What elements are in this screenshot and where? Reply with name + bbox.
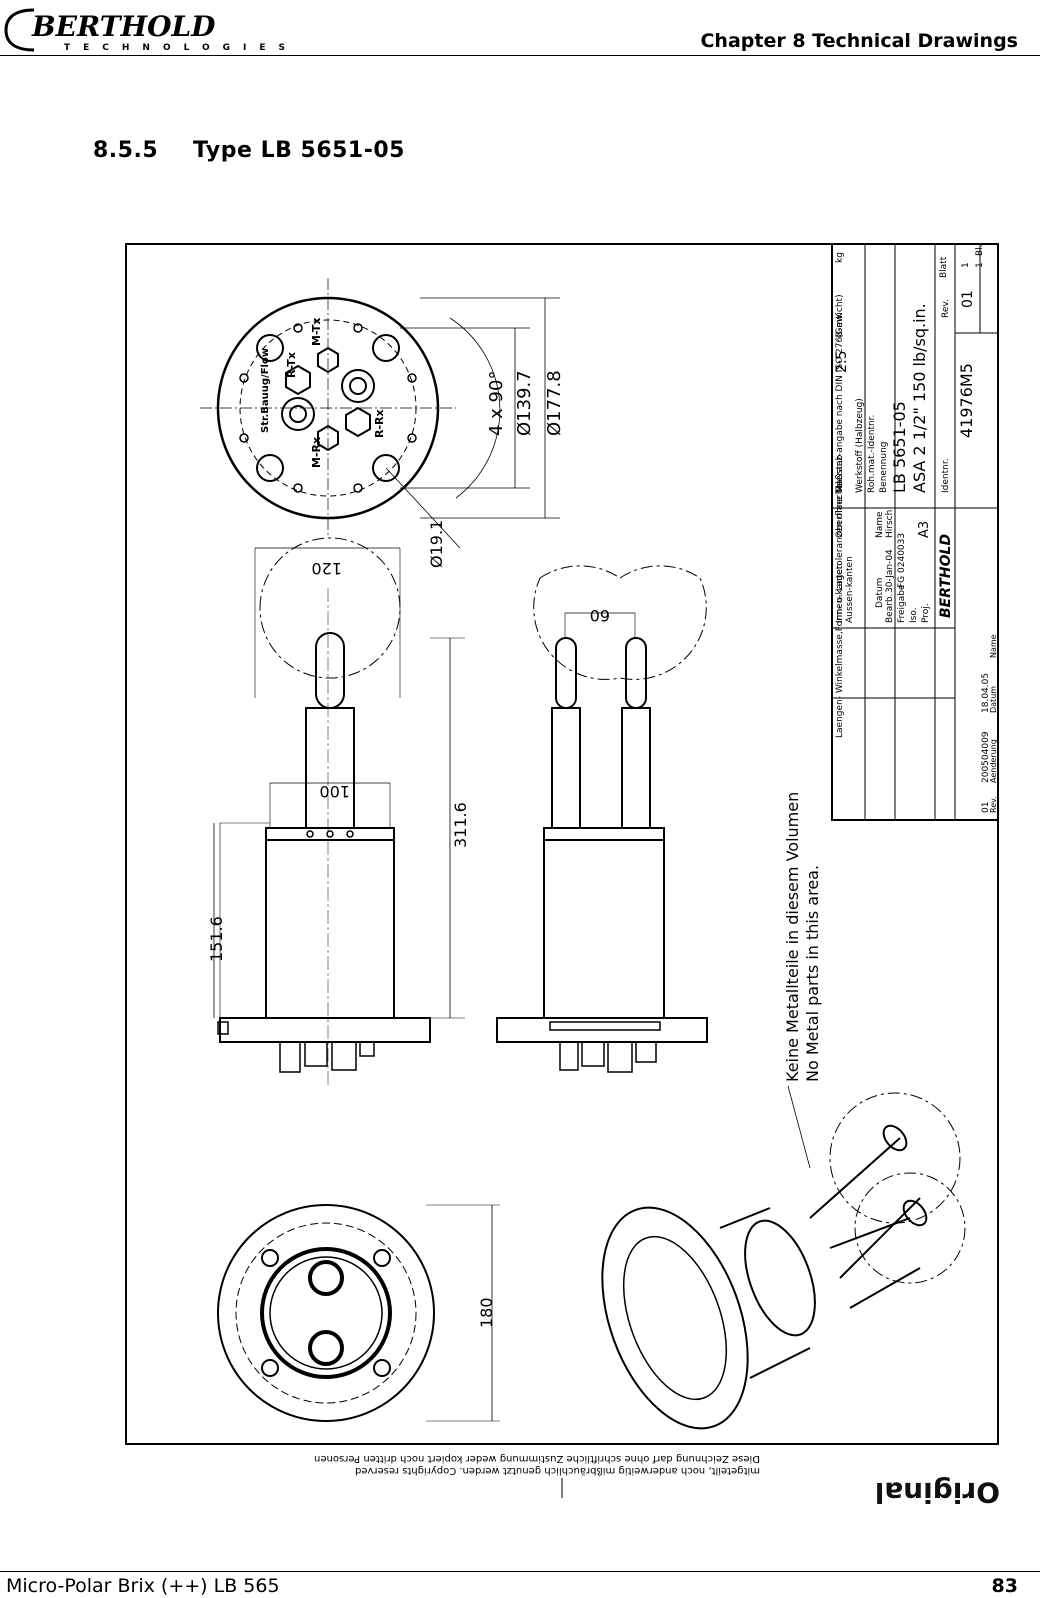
dim-width-100: 100 <box>319 782 350 801</box>
dim-dia-139: Ø139.7 <box>514 370 535 436</box>
logo-subtext: TECHNOLOGIES <box>64 43 298 53</box>
drawing-frame <box>125 243 999 1445</box>
tb-surface: Oberflaeche <box>835 483 845 538</box>
tb-rev-row-change: 200504009 <box>981 731 991 783</box>
label-m-rx: M-Rx <box>310 437 323 468</box>
flange-bottom-view <box>217 1204 500 1422</box>
tb-name-header: Name <box>875 511 885 538</box>
dim-flange-180: 180 <box>477 1297 496 1328</box>
tb-rev-col-name: Name <box>989 634 998 658</box>
tb-iso-label: Iso. <box>909 607 919 623</box>
tb-release-value: FG 0240033 <box>897 533 907 588</box>
footer-divider <box>0 1571 1040 1572</box>
side-view-right <box>496 565 708 1073</box>
dim-bolt-pattern: 4 x 90° <box>486 371 507 436</box>
note-no-metal-en: No Metal parts in this area. <box>803 865 822 1082</box>
dim-width-120: 120 <box>311 559 342 578</box>
tb-rev-col-rev: Rev. <box>989 796 998 813</box>
dim-dia-19: Ø19.1 <box>427 520 446 568</box>
tb-proj-label: Proj. <box>921 603 931 623</box>
tb-material-label: Werkstoff (Halbzeug) <box>855 398 865 493</box>
tb-drawn-date: 30-Jan-04 <box>885 549 895 593</box>
tb-weight-label: (Gewicht) <box>835 294 845 338</box>
tb-company-logo: BERTHOLD <box>938 534 954 618</box>
tb-description-line2: ASA 2 1/2" 150 lb/sq.in. <box>910 303 929 493</box>
dim-dia-177: Ø177.8 <box>544 370 565 436</box>
section-title: Type LB 5651-05 <box>193 138 405 163</box>
tb-drawn-name: Hirsch <box>885 510 895 538</box>
tb-description-line1: LB 5651-05 <box>890 401 909 493</box>
tb-inner-edges: Innen-kanten <box>835 563 845 623</box>
logo-wordmark: BERTHOLD <box>31 10 216 43</box>
tb-weight-unit: kg <box>835 252 845 263</box>
tb-rev-value: 01 <box>960 290 976 308</box>
note-leader <box>787 1085 811 1169</box>
chapter-title: Chapter 8 Technical Drawings <box>700 30 1018 52</box>
tb-sheets-value: 1 <box>975 262 985 268</box>
tb-sheets-label: Bl. <box>975 244 985 256</box>
label-r-rx: R-Rx <box>373 409 386 438</box>
label-r-tx: R-Tx <box>285 352 298 378</box>
tb-outer-edges: Aussen-kanten <box>845 556 855 623</box>
copyright-line2: mitgeteilt, noch anderweitig mißbräuchli… <box>355 1465 760 1476</box>
label-strbaug: Str.Bauug/Flow <box>260 348 271 433</box>
page-number: 83 <box>991 1575 1018 1597</box>
technical-drawing: M-Tx R-Tx M-Rx R-Rx Str.Bauug/Flow 4 x 9… <box>125 243 1000 1508</box>
side-view-left <box>213 537 465 1088</box>
tb-scale-value: 2:5 <box>834 350 850 373</box>
dim-height-151: 151.6 <box>207 916 226 962</box>
label-m-tx: M-Tx <box>310 318 323 347</box>
tb-size-value: A3 <box>917 521 932 538</box>
tb-rev-row-date: 18.04.05 <box>981 673 991 713</box>
header-divider <box>0 55 1040 56</box>
tb-rev-row-rev: 01 <box>981 802 991 813</box>
dim-spacing-60: 60 <box>590 606 610 625</box>
tb-ident-label: Identnr. <box>941 458 951 493</box>
berthold-logo: BERTHOLD TECHNOLOGIES <box>4 8 298 53</box>
tb-rev-col-change: Aenderung <box>989 739 998 783</box>
copyright-line1: Diese Zeichnung darf ohne schriftliche Z… <box>314 1453 760 1464</box>
tb-description-label: Benennung <box>879 442 889 493</box>
tb-drawn-label: Bearb. <box>885 593 895 623</box>
isometric-view <box>601 1092 966 1430</box>
tb-tolerance-note: Laengen- Winkelmasse,Form- u. Lagetolera… <box>835 312 845 738</box>
tb-ident-value: 41976M5 <box>957 363 976 438</box>
section-number: 8.5.5 <box>93 138 159 163</box>
tb-release-label: Freigabe <box>897 584 907 623</box>
original-stamp: Original <box>875 1476 1000 1508</box>
tb-sheet-value: 1 <box>961 262 971 268</box>
tb-date-header: Datum <box>875 578 885 608</box>
flange-top-view <box>200 278 560 549</box>
tb-rev-label: Rev. <box>941 299 951 318</box>
title-block: Laengen- Winkelmasse,Form- u. Lagetolera… <box>831 243 999 821</box>
tb-sheet-label: Blatt <box>939 256 949 278</box>
tb-raw-material: Roh.mat.-Identnr. <box>867 415 877 493</box>
tb-scale-label: Maßstab <box>835 454 845 493</box>
tb-rev-col-date: Datum <box>989 686 998 713</box>
section-heading: 8.5.5 Type LB 5651-05 <box>93 138 405 163</box>
note-no-metal-de: Keine Metallteile in diesem Volumen <box>783 792 802 1082</box>
footer-document-name: Micro-Polar Brix (++) LB 565 <box>6 1575 280 1597</box>
dim-height-311: 311.6 <box>451 802 470 848</box>
